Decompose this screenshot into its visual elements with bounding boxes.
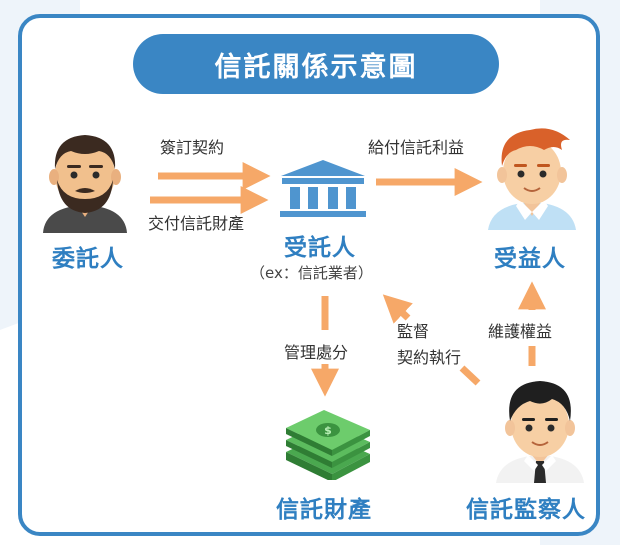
young-man-icon [488, 128, 576, 230]
money-stack-icon: $ [286, 410, 370, 480]
trustee-note: （ex：信託業者） [250, 264, 373, 282]
supervise-label: 監督 [397, 322, 430, 341]
pay-benefit-label: 給付信託利益 [368, 138, 465, 157]
manage-dispose-label: 管理處分 [284, 343, 349, 362]
arrow-supervise [382, 294, 481, 386]
sign-contract-label: 簽訂契約 [160, 138, 225, 157]
settlor-label: 委託人 [52, 246, 124, 272]
businessman-icon [496, 381, 584, 483]
bank-building-icon [280, 160, 366, 217]
svg-text:$: $ [324, 424, 332, 437]
enforce-contract-label: 契約執行 [397, 348, 462, 367]
deliver-property-label: 交付信託財產 [148, 214, 245, 233]
bearded-man-icon [43, 135, 127, 233]
trust-property-label: 信託財產 [276, 497, 372, 523]
diagram-title: 信託關係示意圖 [133, 34, 499, 94]
protect-rights-label: 維護權益 [488, 322, 553, 341]
beneficiary-label: 受益人 [494, 246, 566, 272]
trustee-label: 受託人 [284, 235, 356, 261]
supervisor-label: 信託監察人 [466, 497, 586, 523]
